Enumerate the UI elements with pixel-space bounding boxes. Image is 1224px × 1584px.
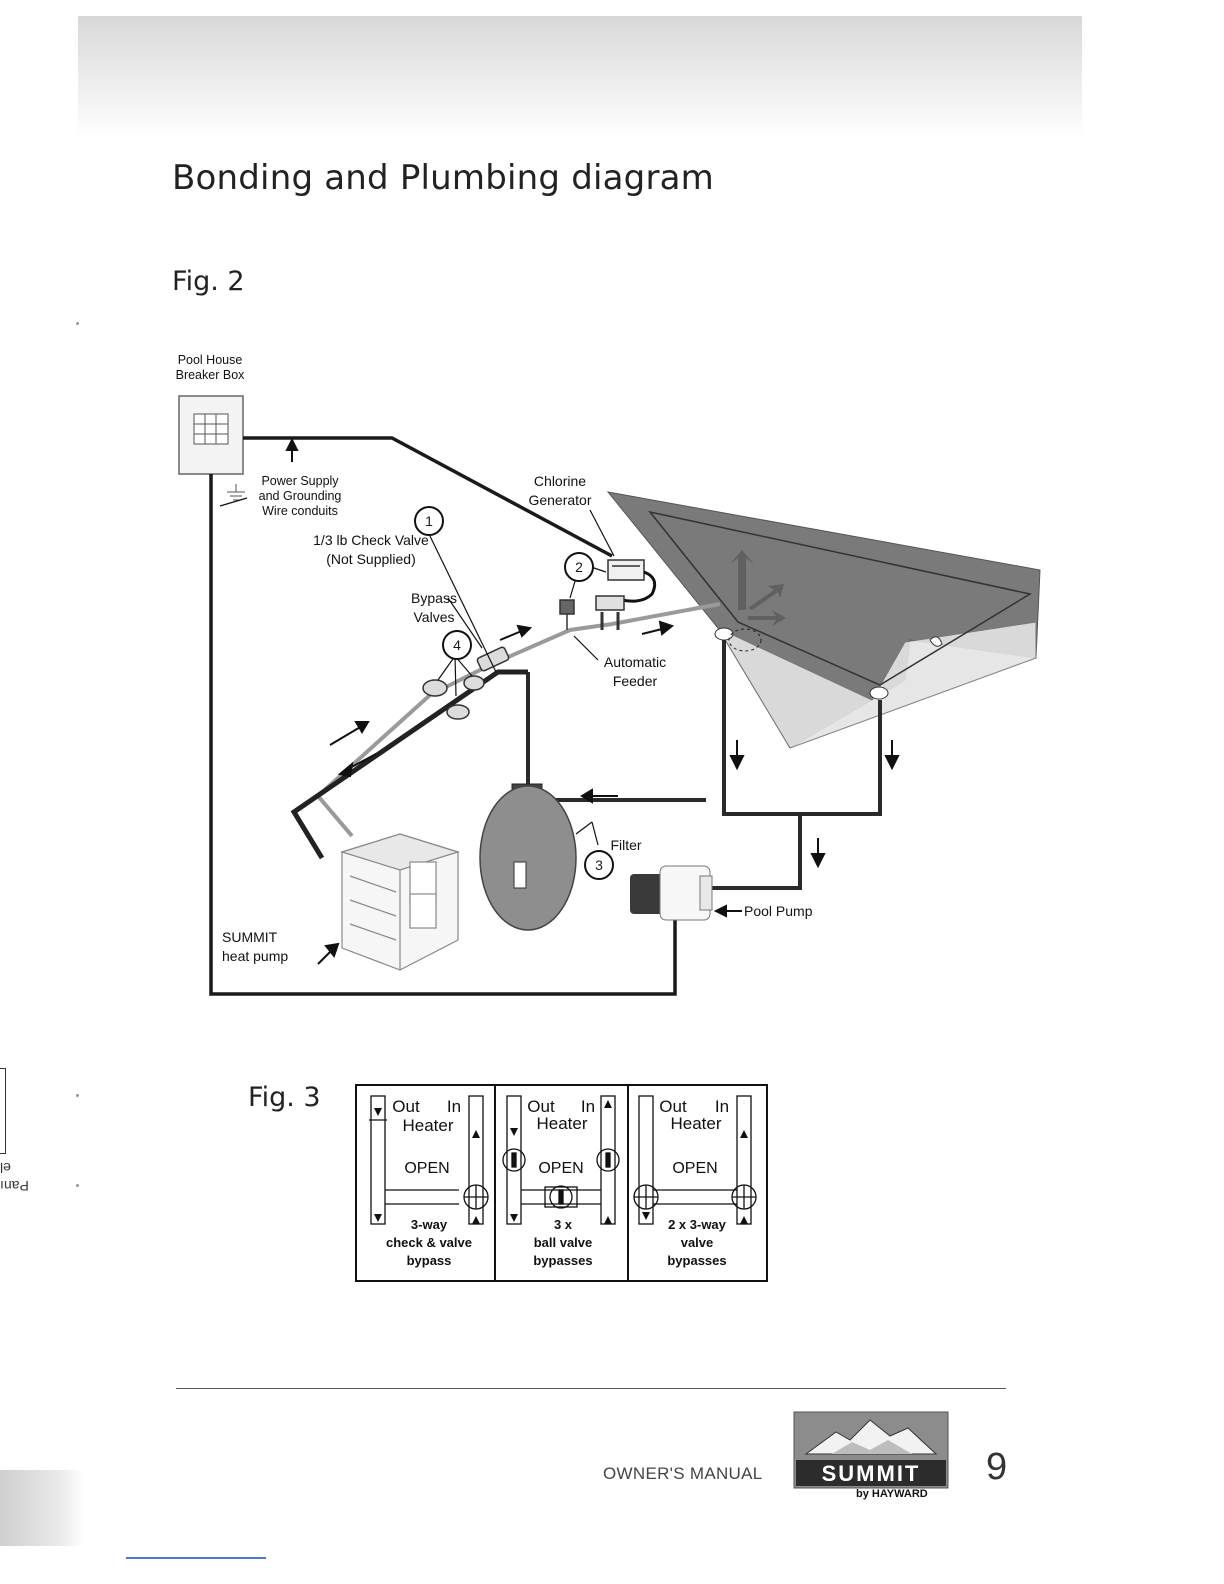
footer-rule xyxy=(176,1388,1006,1389)
heat-pump-label: SUMMIT heat pump xyxy=(222,929,289,964)
header-band xyxy=(78,16,1082,136)
fig3-label: Fig. 3 xyxy=(248,1082,321,1113)
pool-pump xyxy=(630,865,713,921)
ground-symbol xyxy=(227,484,245,501)
scan-shadow xyxy=(0,1470,84,1546)
margin-box xyxy=(0,1068,6,1154)
filter-label: Filter xyxy=(610,837,642,853)
automatic-feeder-label: Automatic Feeder xyxy=(603,654,667,689)
fig3-p1-in: In xyxy=(446,1097,462,1116)
heater-pipe xyxy=(290,669,528,860)
fig3-p1-caption: 3-way check & valve bypass xyxy=(385,1217,472,1268)
owners-manual-label: OWNER'S MANUAL xyxy=(603,1464,763,1483)
automatic-feeder xyxy=(559,599,575,630)
fig3-p3-in: In xyxy=(714,1097,730,1116)
margin-dot xyxy=(76,1094,79,1097)
callout-lines xyxy=(219,497,615,846)
page-title: Bonding and Plumbing diagram xyxy=(172,158,714,198)
fig3-p3-heater: Heater xyxy=(670,1114,722,1133)
scan-blue-line xyxy=(126,1557,266,1559)
breaker-box-label: Pool House Breaker Box xyxy=(175,353,245,382)
plumbing-diagram xyxy=(178,395,1041,996)
fig3-p2-caption: 3 x ball valve bypasses xyxy=(533,1217,593,1268)
marker-1: 1 xyxy=(414,506,444,536)
flow-arrows xyxy=(285,437,900,965)
marker-3: 3 xyxy=(584,850,614,880)
fig3-p1-heater: Heater xyxy=(402,1116,454,1135)
margin-text-2: Panı xyxy=(0,1178,29,1194)
fig3-p1-out: Out xyxy=(392,1097,420,1116)
summit-logo: SUMMIT xyxy=(793,1411,949,1489)
chlorine-generator-label: Chlorine Generator xyxy=(528,473,592,508)
marker-2: 2 xyxy=(564,552,594,582)
fig3-p3-open: OPEN xyxy=(672,1160,718,1177)
bypass-valves-label: Bypass Valves xyxy=(411,590,457,625)
power-supply-label: Power Supply and Grounding Wire conduits xyxy=(258,474,342,518)
heat-pump xyxy=(339,833,461,971)
margin-dot xyxy=(76,322,79,325)
check-valve-label: 1/3 lb Check Valve (Not Supplied) xyxy=(313,532,429,567)
fig3-p3-out: Out xyxy=(659,1097,687,1116)
fig3-p2-open: OPEN xyxy=(538,1160,584,1177)
filter-tank xyxy=(479,783,577,931)
fig3-p2-out: Out xyxy=(527,1097,555,1116)
wire-conduit xyxy=(209,436,677,996)
pool-pump-label: Pool Pump xyxy=(744,903,813,919)
breaker-box xyxy=(178,395,244,475)
fig3-p2-in: In xyxy=(580,1097,596,1116)
page-number: 9 xyxy=(986,1446,1008,1488)
logo-by: by HAYWARD xyxy=(856,1488,928,1500)
logo-text: SUMMIT xyxy=(822,1461,921,1486)
bypass-valves xyxy=(422,646,510,720)
fig3-p1-open: OPEN xyxy=(404,1160,450,1177)
fig3-p2-heater: Heater xyxy=(536,1114,588,1133)
chlorine-generator xyxy=(595,559,657,630)
fig2-label: Fig. 2 xyxy=(172,266,245,297)
pool xyxy=(606,491,1041,749)
marker-4: 4 xyxy=(442,630,472,660)
bypass-options-figure xyxy=(355,1084,768,1282)
fig3-p3-caption: 2 x 3-way valve bypasses xyxy=(667,1217,727,1268)
margin-text-1: el xyxy=(0,1160,11,1176)
margin-dot xyxy=(76,1184,79,1187)
